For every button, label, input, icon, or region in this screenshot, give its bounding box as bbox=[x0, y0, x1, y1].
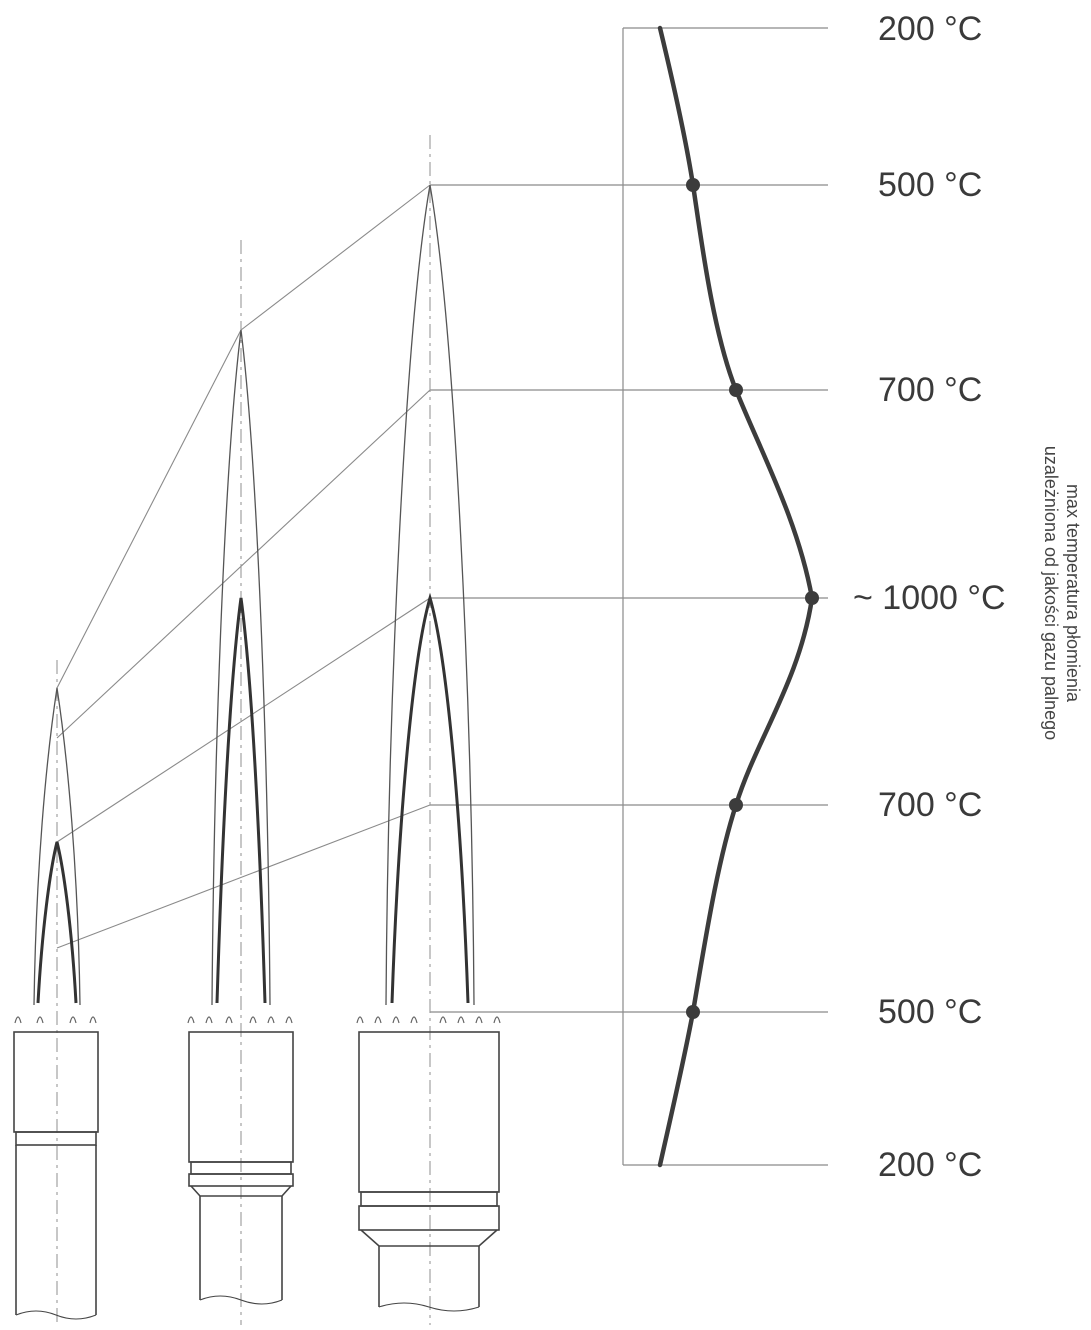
flame-inner-cone-icon bbox=[215, 597, 267, 1004]
flame-outer-cone-icon bbox=[211, 329, 271, 1006]
nozzle-slits bbox=[356, 1016, 501, 1024]
note-line-1: max temperatura płomienia bbox=[1063, 483, 1083, 703]
temp-point-1000 bbox=[805, 591, 819, 605]
temperature-curve bbox=[657, 25, 815, 1168]
flame-inner-cone-icon bbox=[36, 841, 78, 1004]
zone-connector-lines bbox=[56, 184, 431, 949]
burner-nozzle-icon bbox=[13, 1031, 99, 1320]
temp-point-700-lower bbox=[729, 798, 743, 812]
note-line-2: uzależniona od jakości gazu palnego bbox=[1041, 445, 1061, 741]
burner-small bbox=[13, 660, 99, 1325]
max-temperature-note: max temperatura płomienia uzależniona od… bbox=[1027, 393, 1091, 793]
temperature-points bbox=[686, 178, 819, 1019]
flame-inner-cone-icon bbox=[390, 592, 470, 1004]
temp-point-500-lower bbox=[686, 1005, 700, 1019]
flame-outer-cone-icon bbox=[385, 184, 475, 1006]
nozzle-slits bbox=[14, 1016, 97, 1024]
nozzle-slits bbox=[187, 1016, 293, 1024]
burner-nozzle-icon bbox=[188, 1031, 294, 1305]
burner-nozzle-icon bbox=[358, 1031, 500, 1312]
temp-point-700-upper bbox=[729, 383, 743, 397]
temp-point-500-upper bbox=[686, 178, 700, 192]
temperature-level-guides bbox=[430, 27, 828, 1166]
burner-medium bbox=[187, 240, 294, 1325]
burner-large bbox=[356, 135, 501, 1325]
flame-outer-cone-icon bbox=[33, 687, 81, 1006]
